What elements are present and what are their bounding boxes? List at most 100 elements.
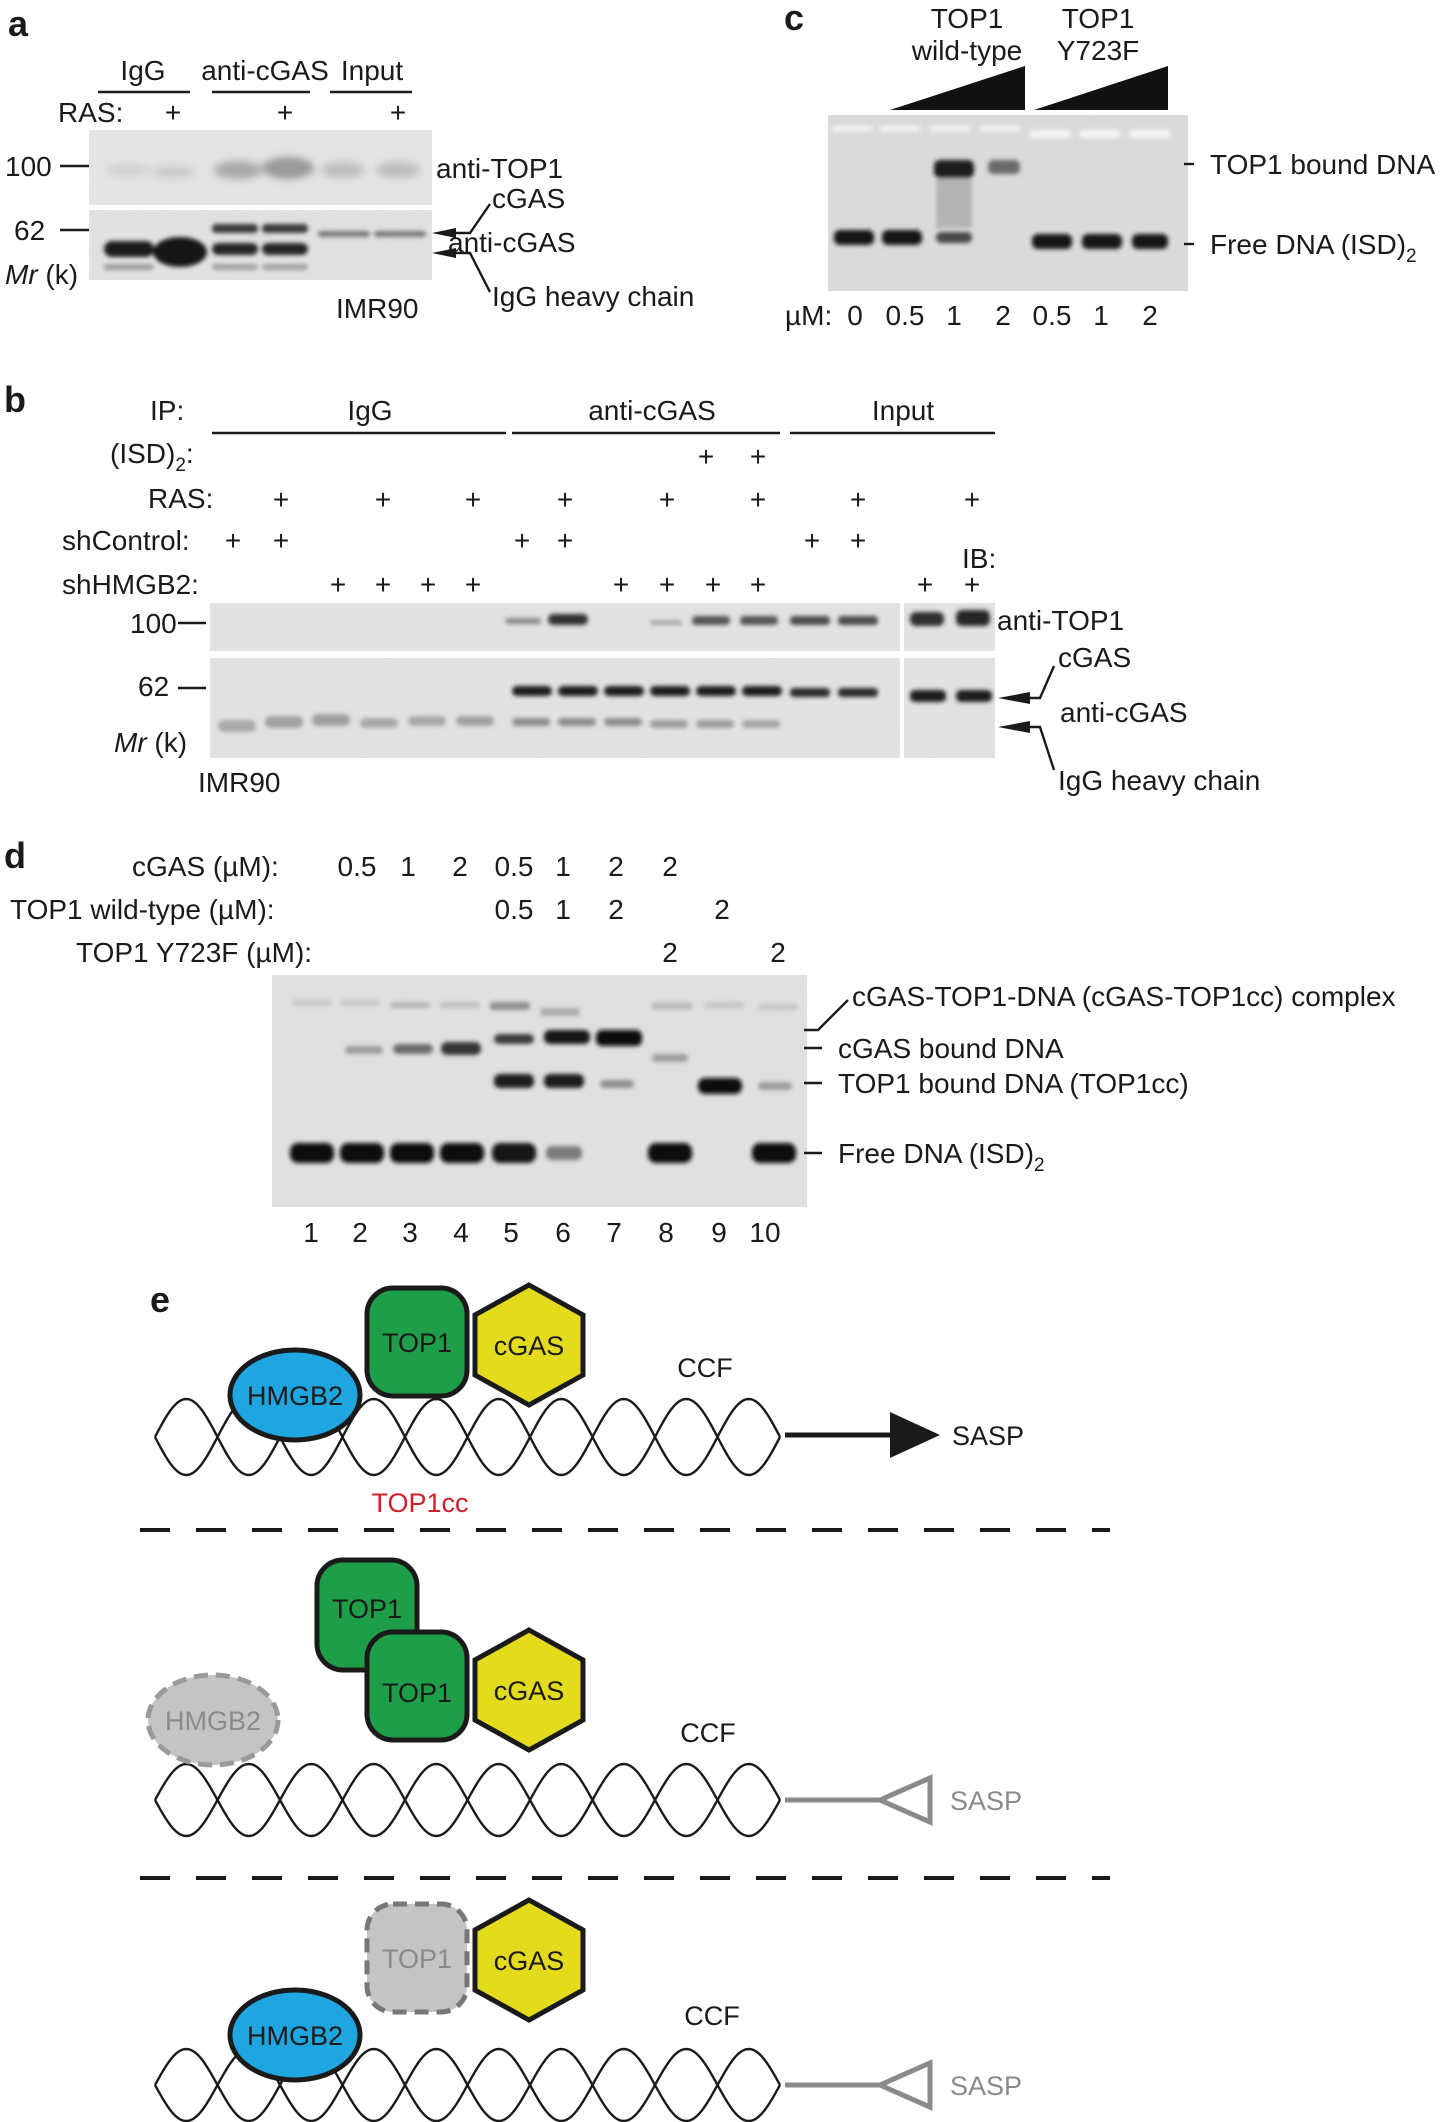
panel-c-conc: 0.5 xyxy=(886,300,925,331)
panel-d-row-wt: TOP1 wild-type (µM): xyxy=(10,894,275,925)
panel-b-isd-label: (ISD)2: xyxy=(110,438,194,476)
panel-b-top1-blot-splice xyxy=(900,603,904,651)
panel-b-plus: + xyxy=(659,569,675,600)
panel-b-plus: + xyxy=(964,484,980,515)
panel-a-cgas-leader xyxy=(456,203,491,235)
panel-c-label: c xyxy=(784,0,804,38)
panel-b-cgas-bands xyxy=(218,686,992,732)
panel-b-isd-sub: 2 xyxy=(175,455,186,476)
panel-a-mr-unit: (k) xyxy=(38,259,78,290)
panel-b-mw-100: 100 xyxy=(130,608,177,639)
panel-b-cgas-leader xyxy=(1030,665,1056,700)
panel-a-igg-arrow xyxy=(432,248,456,258)
panel-d-wt-value: 1 xyxy=(555,894,571,925)
panel-d-cgas-value: 2 xyxy=(608,851,624,882)
panel-c-conc: 1 xyxy=(1093,300,1109,331)
panel-b-plus: + xyxy=(375,569,391,600)
panel-a-band-igg: IgG heavy chain xyxy=(492,281,694,312)
panel-b-plus: + xyxy=(420,569,436,600)
panel-b-cgas-blot-splice xyxy=(900,658,904,758)
panel-e-top1-label: TOP1 xyxy=(382,1328,452,1358)
panel-e-top1-label: TOP1 xyxy=(332,1594,402,1624)
panel-d-label: d xyxy=(4,835,26,876)
panel-b-plus: + xyxy=(964,569,980,600)
panel-b-cgas-arrow xyxy=(998,692,1030,704)
panel-a-mr: Mr (k) xyxy=(5,259,78,290)
panel-d-mut-value: 2 xyxy=(662,937,678,968)
panel-d-lane: 2 xyxy=(352,1217,368,1248)
panel-e-cgas-shape xyxy=(472,1897,586,2023)
panel-d-complex-leader xyxy=(804,999,849,1032)
panel-d-lane: 10 xyxy=(749,1217,780,1248)
panel-b-ras-label: RAS: xyxy=(148,483,213,514)
panel-e-hmgb2-label: HMGB2 xyxy=(247,2021,343,2051)
panel-a-mr-italic: Mr xyxy=(5,259,39,290)
panel-e-hmgb2-label: HMGB2 xyxy=(165,1706,261,1736)
panel-a-mw-100: 100 xyxy=(5,151,52,182)
panel-b-isd-text: (ISD) xyxy=(110,438,175,469)
panel-b-plus: + xyxy=(698,441,714,472)
panel-e-arrow-head xyxy=(890,1412,940,1458)
panel-b-ib-label: IB: xyxy=(962,543,996,574)
panel-e-hmgb2-label: HMGB2 xyxy=(247,1381,343,1411)
panel-a-band-cgas: cGAS xyxy=(492,183,565,214)
panel-c-conc: 0 xyxy=(847,300,863,331)
panel-c-band-bound: TOP1 bound DNA xyxy=(1210,149,1435,180)
panel-b-band-anticgas: anti-cGAS xyxy=(1060,697,1188,728)
panel-d-cgas-value: 0.5 xyxy=(338,851,377,882)
panel-a-group-anticgas: anti-cGAS xyxy=(201,55,329,86)
panel-a-mw-62: 62 xyxy=(14,215,45,246)
panel-e-ccf-label: CCF xyxy=(677,1353,733,1383)
panel-b-band-top1: anti-TOP1 xyxy=(997,605,1124,636)
panel-a: a IgG anti-cGAS Input RAS: + + + 100 ant… xyxy=(5,3,694,324)
panel-a-band-anticgas: anti-cGAS xyxy=(448,227,576,258)
panel-e-cgas-label: cGAS xyxy=(494,1946,565,1976)
panel-d-band-free: Free DNA (ISD)2 xyxy=(838,1138,1045,1176)
panel-d-band-free-text: Free DNA (ISD) xyxy=(838,1138,1034,1169)
panel-b-band-igg: IgG heavy chain xyxy=(1058,765,1260,796)
panel-b-group-igg: IgG xyxy=(347,395,392,426)
panel-b-plus: + xyxy=(225,525,241,556)
panel-b-igg-arrow xyxy=(998,721,1030,733)
panel-e-top1-label: TOP1 xyxy=(382,1944,452,1974)
panel-e-dna-strand-2 xyxy=(153,2047,782,2122)
panel-b-plus: + xyxy=(613,569,629,600)
panel-a-igg-leader xyxy=(456,251,492,293)
panel-a-group-input: Input xyxy=(341,55,403,86)
panel-c-conc: 1 xyxy=(946,300,962,331)
panel-d: d cGAS (µM): TOP1 wild-type (µM): TOP1 Y… xyxy=(4,835,1396,1248)
panel-a-cgas-bands xyxy=(104,224,426,270)
panel-d-wt-value: 2 xyxy=(714,894,730,925)
panel-b-plus: + xyxy=(659,484,675,515)
panel-b-cell-line: IMR90 xyxy=(198,767,280,798)
panel-c-gel-grain xyxy=(828,115,1188,291)
panel-b-shcontrol-label: shControl: xyxy=(62,525,190,556)
panel-a-cell-line: IMR90 xyxy=(336,293,418,324)
panel-d-lane: 6 xyxy=(555,1217,571,1248)
panel-e-inhibit-head xyxy=(873,2059,933,2111)
panel-b-plus: + xyxy=(804,525,820,556)
panel-d-row-cgas: cGAS (µM): xyxy=(132,851,279,882)
panel-b-plus: + xyxy=(273,484,289,515)
panel-b-plus: + xyxy=(514,525,530,556)
panel-e-dna-strand-2 xyxy=(153,1397,782,1477)
panel-b-plus: + xyxy=(273,525,289,556)
panel-b-plus: + xyxy=(705,569,721,600)
panel-d-wt-value: 0.5 xyxy=(495,894,534,925)
panel-d-lane: 5 xyxy=(503,1217,519,1248)
panel-b-plus: + xyxy=(850,484,866,515)
panel-e-cgas-label: cGAS xyxy=(494,1676,565,1706)
panel-a-ras-label: RAS: xyxy=(58,97,123,128)
panel-c-mut-line1: TOP1 xyxy=(1062,3,1135,34)
panel-d-band-top1: TOP1 bound DNA (TOP1cc) xyxy=(838,1068,1189,1099)
panel-a-band-top1: anti-TOP1 xyxy=(436,153,563,184)
panel-b-plus: + xyxy=(917,569,933,600)
panel-d-lane: 8 xyxy=(658,1217,674,1248)
panel-d-cgas-value: 2 xyxy=(452,851,468,882)
panel-d-band-free-sub: 2 xyxy=(1034,1155,1045,1176)
panel-c-wt-wedge xyxy=(890,66,1025,110)
panel-c-wt-line2: wild-type xyxy=(911,35,1022,66)
panel-b-mr-italic: Mr xyxy=(114,727,148,758)
panel-b-plus: + xyxy=(557,484,573,515)
panel-b-shhmgb2-label: shHMGB2: xyxy=(62,569,199,600)
